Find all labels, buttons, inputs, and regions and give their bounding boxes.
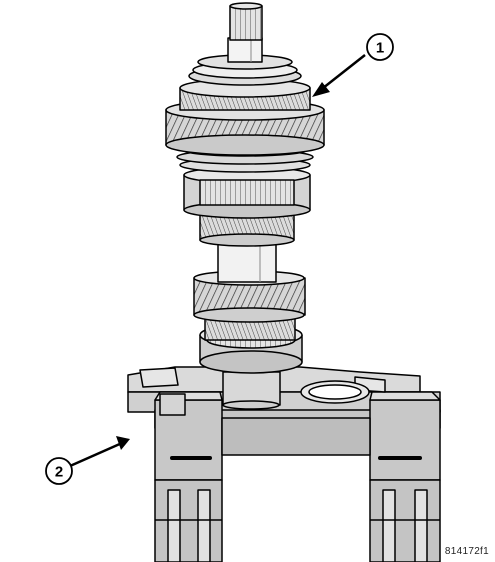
callout-2: 2	[45, 436, 130, 485]
callout-2-circle	[45, 457, 73, 485]
figure-id-label: 814172f1	[444, 546, 489, 557]
callout-1-arrowhead	[312, 82, 330, 97]
housing-bearing-bore	[300, 380, 370, 404]
callout-2-leader	[69, 441, 123, 468]
fixture-housing	[127, 366, 441, 562]
callout-1-leader	[317, 54, 366, 93]
callout-2-number: 2	[55, 464, 63, 481]
callout-2-arrowhead	[116, 436, 130, 450]
callout-1-number: 1	[376, 40, 384, 57]
callout-1-circle	[366, 33, 394, 61]
output-shaft-assembly	[165, 2, 325, 410]
callout-1: 1	[312, 33, 394, 97]
